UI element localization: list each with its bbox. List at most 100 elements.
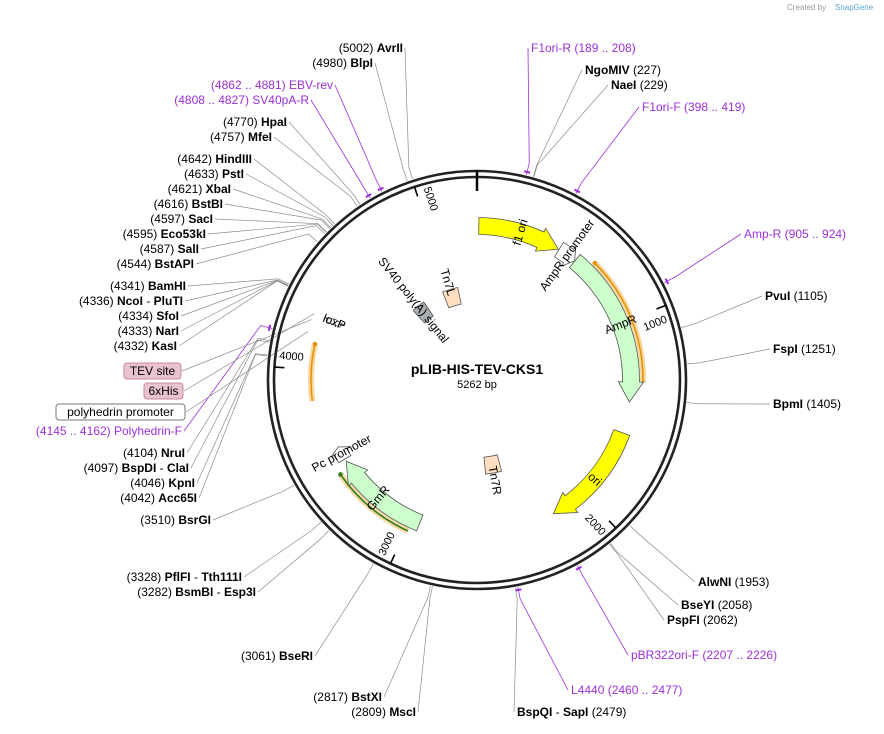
- label-text: (4862 .. 4881) EBV-rev: [211, 78, 333, 92]
- label-bpmi[interactable]: BpmI (1405): [773, 397, 841, 411]
- feature-ampr[interactable]: [568, 253, 645, 403]
- label-polhf[interactable]: (4145 .. 4162) Polyhedrin-F: [36, 424, 182, 438]
- label-hindiii[interactable]: (4642) HindIII: [177, 152, 252, 166]
- boxed-feature-labels: TEV site 6xHis polyhedrin promoter: [55, 362, 186, 421]
- leader-nari: [180, 280, 289, 332]
- label-bstxi[interactable]: (2817) BstXI: [313, 690, 382, 704]
- label-bamhi[interactable]: (4341) BamHI: [110, 279, 186, 293]
- enzyme-name: XbaI: [206, 182, 231, 196]
- primer-range: (189 .. 208): [574, 41, 635, 55]
- site-position: (4770): [223, 115, 261, 129]
- label-fspi[interactable]: FspI (1251): [773, 342, 836, 356]
- arc-line-polh_arc: [310, 343, 316, 402]
- label-mfei[interactable]: (4757) MfeI: [210, 130, 272, 144]
- label-hpai[interactable]: (4770) HpaI: [223, 115, 287, 129]
- label-xbai[interactable]: (4621) XbaI: [168, 182, 231, 196]
- snapgene-credit[interactable]: Created by SnapGene: [787, 3, 874, 12]
- label-sv40par[interactable]: (4808 .. 4827) SV40pA-R: [174, 93, 309, 107]
- label-ebvrev[interactable]: (4862 .. 4881) EBV-rev: [211, 78, 333, 92]
- label-ncoi[interactable]: (4336) NcoI - PluTI: [79, 294, 183, 308]
- feature-sv40pa[interactable]: [412, 301, 434, 324]
- label-eco53ki[interactable]: (4595) Eco53kI: [123, 227, 206, 241]
- label-bstbi[interactable]: (4616) BstBI: [154, 197, 223, 211]
- label-naei[interactable]: NaeI (229): [611, 78, 668, 92]
- primer-name: F1ori-R: [531, 41, 574, 55]
- label-text: FspI (1251): [773, 342, 836, 356]
- label-msci[interactable]: (2809) MscI: [351, 705, 416, 719]
- label-text: (4595) Eco53kI: [123, 227, 206, 241]
- label-nrui[interactable]: (4104) NruI: [123, 446, 185, 460]
- leader-bspqi: [513, 587, 518, 713]
- label-text: (4980) BlpI: [312, 56, 373, 70]
- box-label-6xhis[interactable]: 6xHis: [143, 382, 184, 400]
- label-bseyi[interactable]: BseYI (2058): [681, 598, 752, 612]
- label-bstapi[interactable]: (4544) BstAPI: [117, 257, 194, 271]
- label-text: (4544) BstAPI: [117, 257, 194, 271]
- label-l4440[interactable]: L4440 (2460 .. 2477): [571, 683, 682, 697]
- label-acc65i[interactable]: (4042) Acc65I: [120, 491, 197, 505]
- label-bspqi[interactable]: BspQI - SapI (2479): [517, 705, 626, 719]
- label-text: (4145 .. 4162) Polyhedrin-F: [36, 424, 182, 438]
- box-leader-6xhis: [183, 313, 315, 392]
- label-blpi[interactable]: (4980) BlpI: [312, 56, 373, 70]
- enzyme-name: MfeI: [248, 130, 272, 144]
- label-alwni[interactable]: AlwNI (1953): [698, 575, 769, 589]
- primer-site-l4440: [515, 588, 522, 592]
- label-text: (2809) MscI: [351, 705, 416, 719]
- primer-range: (2207 .. 2226): [702, 648, 777, 662]
- feature-loxp[interactable]: [324, 316, 345, 328]
- feature-pc-promoter[interactable]: [330, 446, 352, 464]
- label-ngomiv[interactable]: NgoMIV (227): [585, 63, 661, 77]
- leader-bamhi: [187, 278, 290, 287]
- label-pspfi[interactable]: PspFI (2062): [667, 613, 738, 627]
- label-sali[interactable]: (4587) SalI: [140, 242, 199, 256]
- feature-ampr-promoter[interactable]: [553, 241, 577, 268]
- label-f1orir[interactable]: F1ori-R (189 .. 208): [531, 41, 636, 55]
- label-saci[interactable]: (4597) SacI: [150, 212, 213, 226]
- label-bspdi[interactable]: (4097) BspDI - ClaI: [84, 461, 189, 475]
- label-pvui[interactable]: PvuI (1105): [765, 289, 827, 303]
- label-text: (4621) XbaI: [168, 182, 231, 196]
- label-bseri[interactable]: (3061) BseRI: [241, 649, 313, 663]
- site-position: (4336): [79, 294, 117, 308]
- site-position: (1405): [803, 397, 841, 411]
- enzyme-name: BpmI: [773, 397, 803, 411]
- label-text: (3510) BsrGI: [140, 513, 211, 527]
- tick-mark-4000: [274, 366, 285, 369]
- feature-tn7l[interactable]: [442, 287, 462, 309]
- feature-tn7r[interactable]: [483, 454, 503, 475]
- label-text: (4336) NcoI - PluTI: [79, 294, 183, 308]
- primer-name: F1ori-F: [642, 100, 684, 114]
- label-pbr322[interactable]: pBR322ori-F (2207 .. 2226): [631, 648, 777, 662]
- primer-name: EBV-rev: [289, 78, 333, 92]
- label-bsrgi[interactable]: (3510) BsrGI: [140, 513, 211, 527]
- feature-f1ori[interactable]: [478, 217, 560, 252]
- label-text: (4808 .. 4827) SV40pA-R: [174, 93, 309, 107]
- enzyme-separator: -: [143, 294, 154, 308]
- label-nari[interactable]: (4333) NarI: [118, 324, 179, 338]
- site-position: (4616): [154, 197, 192, 211]
- feature-ori[interactable]: [552, 429, 631, 515]
- site-position: (1953): [731, 575, 769, 589]
- label-psti[interactable]: (4633) PstI: [184, 167, 244, 181]
- label-avrii[interactable]: (5002) AvrII: [339, 41, 403, 55]
- label-text: BpmI (1405): [773, 397, 841, 411]
- primer-site-f1orir: [523, 170, 531, 174]
- enzyme-name: Eco53kI: [161, 227, 206, 241]
- leader-sv40par: [310, 99, 371, 199]
- label-text: (4104) NruI: [123, 446, 185, 460]
- site-position: (4597): [150, 212, 188, 226]
- feature-gmr[interactable]: [345, 460, 424, 532]
- label-ampr_p[interactable]: Amp-R (905 .. 924): [744, 227, 846, 241]
- label-text: (4046) KpnI: [130, 476, 195, 490]
- label-f1orif[interactable]: F1ori-F (398 .. 419): [642, 100, 745, 114]
- leader-ampr_p: [664, 233, 742, 284]
- box-label-polhprom[interactable]: polyhedrin promoter: [55, 403, 186, 421]
- label-pflfi[interactable]: (3328) PflFI - Tth111I: [127, 570, 242, 584]
- box-label-frame: [123, 362, 182, 380]
- label-kasi[interactable]: (4332) KasI: [114, 339, 177, 353]
- label-kpni[interactable]: (4046) KpnI: [130, 476, 195, 490]
- label-sfoi[interactable]: (4334) SfoI: [118, 309, 179, 323]
- box-label-tevsite[interactable]: TEV site: [123, 362, 182, 380]
- label-bsmbi[interactable]: (3282) BsmBI - Esp3I: [137, 585, 256, 599]
